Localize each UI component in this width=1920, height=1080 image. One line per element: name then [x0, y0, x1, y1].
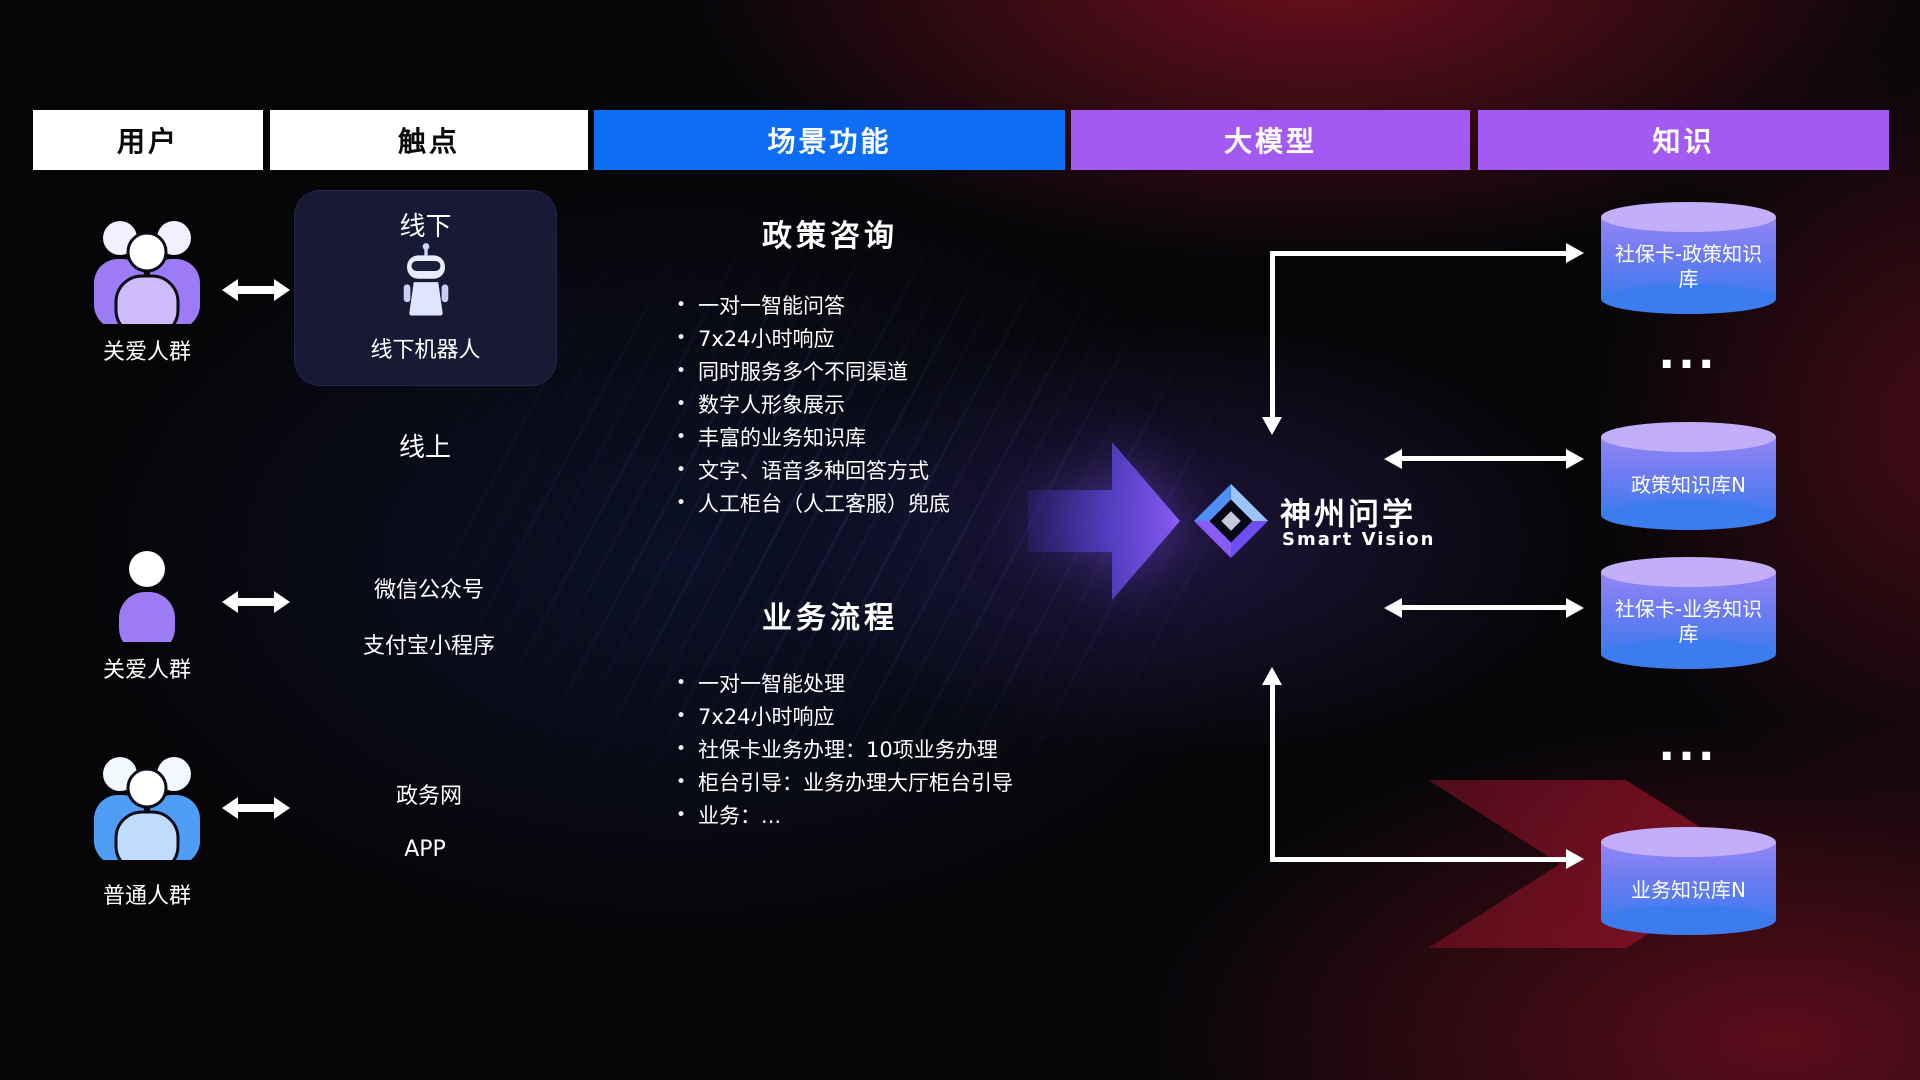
list-item-text: 柜台引导：业务办理大厅柜台引导 — [698, 770, 1014, 795]
connector-line — [1270, 684, 1275, 860]
list-item: 文字、语音多种回答方式 — [676, 453, 950, 486]
cylinder-bottom — [1601, 639, 1776, 669]
list-item: 一对一智能处理 — [676, 666, 1013, 699]
scene-policy-title: 政策咨询 — [762, 219, 898, 254]
list-item: 业务：... — [676, 798, 1013, 831]
arrowhead-down-icon — [1262, 417, 1282, 435]
list-item: 7x24小时响应 — [676, 321, 950, 354]
model-name: 神州问学 — [1280, 497, 1416, 533]
list-item: 一对一智能问答 — [676, 288, 950, 321]
list-item-text: 一对一智能处理 — [698, 671, 846, 696]
connector-line — [1270, 251, 1275, 419]
header-knowledge: 知识 — [1478, 110, 1889, 170]
cylinder-top — [1601, 557, 1776, 587]
channel-gov: 政务网 — [395, 784, 463, 809]
scene-business-list: 一对一智能处理 7x24小时响应 社保卡业务办理：10项业务办理 柜台引导：业务… — [676, 666, 1013, 831]
kb1-label: 社保卡-政策知识库 — [1614, 242, 1763, 291]
ellipsis-dots: ... — [1658, 328, 1718, 379]
header-model-label: 大模型 — [1223, 125, 1317, 158]
smart-vision-logo-icon — [1192, 482, 1270, 564]
header-users: 用户 — [33, 110, 263, 170]
double-arrow-icon — [222, 277, 290, 307]
list-item-text: 丰富的业务知识库 — [698, 425, 867, 450]
connector-line — [1400, 605, 1566, 610]
scene-business-title: 业务流程 — [762, 601, 898, 636]
user-group-purple-icon — [82, 212, 212, 338]
header-touchpoints-label: 触点 — [397, 125, 460, 158]
diagonal-light-streaks — [0, 60, 1500, 1010]
header-touchpoints: 触点 — [270, 110, 588, 170]
list-item: 人工柜台（人工客服）兜底 — [676, 486, 950, 519]
list-item-text: 7x24小时响应 — [698, 704, 835, 729]
list-item: 数字人形象展示 — [676, 387, 950, 420]
list-item: 7x24小时响应 — [676, 699, 1013, 732]
channel-wechat: 微信公众号 — [373, 578, 485, 603]
cylinder-bottom — [1601, 284, 1776, 314]
list-item-text: 同时服务多个不同渠道 — [698, 359, 909, 384]
arrowhead-right-icon — [1566, 598, 1584, 618]
knowledge-db-cylinder: 社保卡-政策知识库 — [1601, 202, 1776, 314]
user-group-blue-icon — [82, 748, 212, 874]
offline-touchpoint-card: 线下 线下机器人 — [294, 190, 557, 386]
knowledge-db-cylinder: 政策知识库N — [1601, 422, 1776, 530]
double-arrow-icon — [222, 589, 290, 619]
list-item-text: 业务：... — [698, 803, 782, 828]
arrowhead-right-icon — [1566, 449, 1584, 469]
cylinder-top — [1601, 422, 1776, 452]
arrowhead-right-icon — [1566, 849, 1584, 869]
model-subtitle: Smart Vision — [1282, 529, 1436, 550]
channel-alipay: 支付宝小程序 — [362, 634, 496, 659]
ellipsis-dots: ... — [1658, 720, 1718, 771]
kb2-label: 政策知识库N — [1631, 472, 1746, 497]
online-title: 线上 — [398, 433, 452, 463]
list-item-text: 7x24小时响应 — [698, 326, 835, 351]
double-arrow-icon — [222, 795, 290, 825]
cylinder-top — [1601, 827, 1776, 857]
header-users-label: 用户 — [116, 125, 179, 158]
cylinder-top — [1601, 202, 1776, 232]
offline-title: 线下 — [399, 212, 452, 242]
user-group1-label: 关爱人群 — [102, 340, 192, 365]
connector-line — [1270, 251, 1566, 256]
channel-app: APP — [404, 837, 446, 862]
header-scenes-label: 场景功能 — [767, 125, 892, 158]
header-model: 大模型 — [1071, 110, 1470, 170]
arrowhead-up-icon — [1262, 667, 1282, 685]
offline-robot-label: 线下机器人 — [370, 338, 481, 363]
arrowhead-left-icon — [1384, 449, 1402, 469]
robot-icon — [398, 242, 454, 324]
cylinder-bottom — [1601, 500, 1776, 530]
connector-line — [1270, 857, 1566, 862]
kb3-label: 社保卡-业务知识库 — [1614, 597, 1763, 646]
list-item-text: 一对一智能问答 — [698, 293, 846, 318]
list-item-text: 文字、语音多种回答方式 — [698, 458, 930, 483]
user-person-purple-icon — [115, 548, 179, 654]
connector-line — [1400, 456, 1566, 461]
list-item: 柜台引导：业务办理大厅柜台引导 — [676, 765, 1013, 798]
arrowhead-left-icon — [1384, 598, 1402, 618]
list-item: 社保卡业务办理：10项业务办理 — [676, 732, 1013, 765]
list-item-text: 社保卡业务办理：10项业务办理 — [698, 737, 998, 762]
cylinder-bottom — [1601, 905, 1776, 935]
knowledge-db-cylinder: 业务知识库N — [1601, 827, 1776, 935]
arrowhead-right-icon — [1566, 243, 1584, 263]
header-knowledge-label: 知识 — [1652, 125, 1715, 158]
list-item: 同时服务多个不同渠道 — [676, 354, 950, 387]
list-item-text: 数字人形象展示 — [698, 392, 846, 417]
knowledge-db-cylinder: 社保卡-业务知识库 — [1601, 557, 1776, 669]
kb4-label: 业务知识库N — [1631, 877, 1746, 902]
user-group2-label: 关爱人群 — [102, 658, 192, 683]
scene-policy-list: 一对一智能问答 7x24小时响应 同时服务多个不同渠道 数字人形象展示 丰富的业… — [676, 288, 950, 519]
flow-arrow-icon — [1028, 430, 1180, 616]
list-item-text: 人工柜台（人工客服）兜底 — [698, 491, 951, 516]
header-scenes: 场景功能 — [594, 110, 1065, 170]
user-group3-label: 普通人群 — [102, 884, 192, 909]
list-item: 丰富的业务知识库 — [676, 420, 950, 453]
